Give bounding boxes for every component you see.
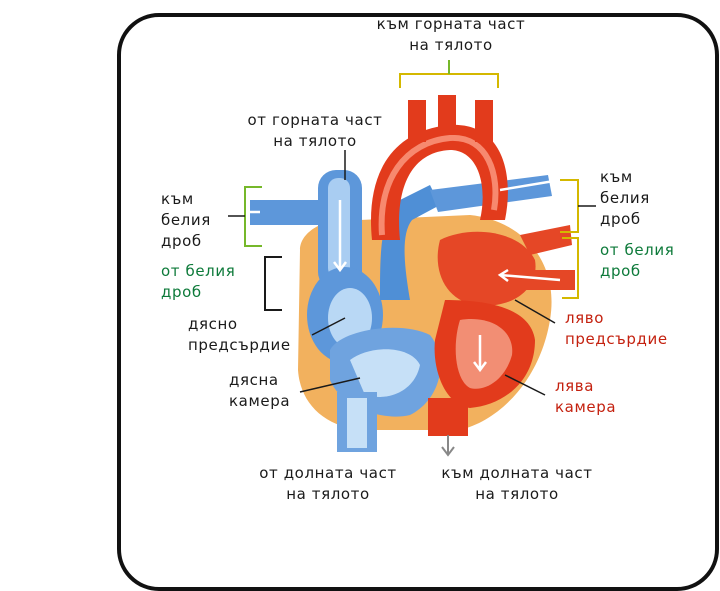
label-from-upper-body: от горната част на тялото (247, 111, 383, 150)
leader-right-atrium (311, 317, 346, 336)
label-to-lower-body: към долната част на тялото (441, 464, 593, 503)
heart-diagram (227, 60, 596, 457)
leader-left-ventricle (504, 374, 546, 396)
label-from-left-lung: от белия дроб (600, 241, 675, 280)
label-to-upper-body: към горната част на тялото (376, 15, 526, 54)
label-from-lower-body: от долната част на тялото (259, 464, 397, 503)
label-right-ventricle: дясна камера (229, 371, 291, 410)
leader-right-ventricle (299, 377, 361, 393)
left-pulmonary-veins (520, 225, 575, 290)
label-from-right-lung: от белия дроб (161, 262, 236, 301)
label-left-atrium: ляво предсърдие (565, 309, 668, 348)
label-right-atrium: дясно предсърдие (188, 315, 291, 354)
aorta (370, 124, 508, 240)
bracket-to-left-lung (560, 179, 579, 233)
descending-aorta (428, 398, 468, 436)
label-to-left-lung: към белия дроб (600, 168, 650, 228)
right-pulmonary-artery (250, 200, 320, 225)
flow-arrows (227, 72, 563, 373)
aortic-branch-2 (438, 95, 456, 135)
left-atrium-chamber (437, 231, 536, 306)
bracket-from-right-lung (264, 256, 282, 311)
leader-left-atrium (514, 299, 556, 324)
aortic-branch-1 (408, 100, 426, 142)
aortic-branch-3 (475, 100, 493, 142)
inferior-flow-arrow (441, 435, 455, 457)
label-to-right-lung: към белия дроб (161, 190, 211, 250)
label-left-ventricle: лява камера (555, 377, 617, 416)
bracket-from-left-lung (562, 237, 579, 299)
